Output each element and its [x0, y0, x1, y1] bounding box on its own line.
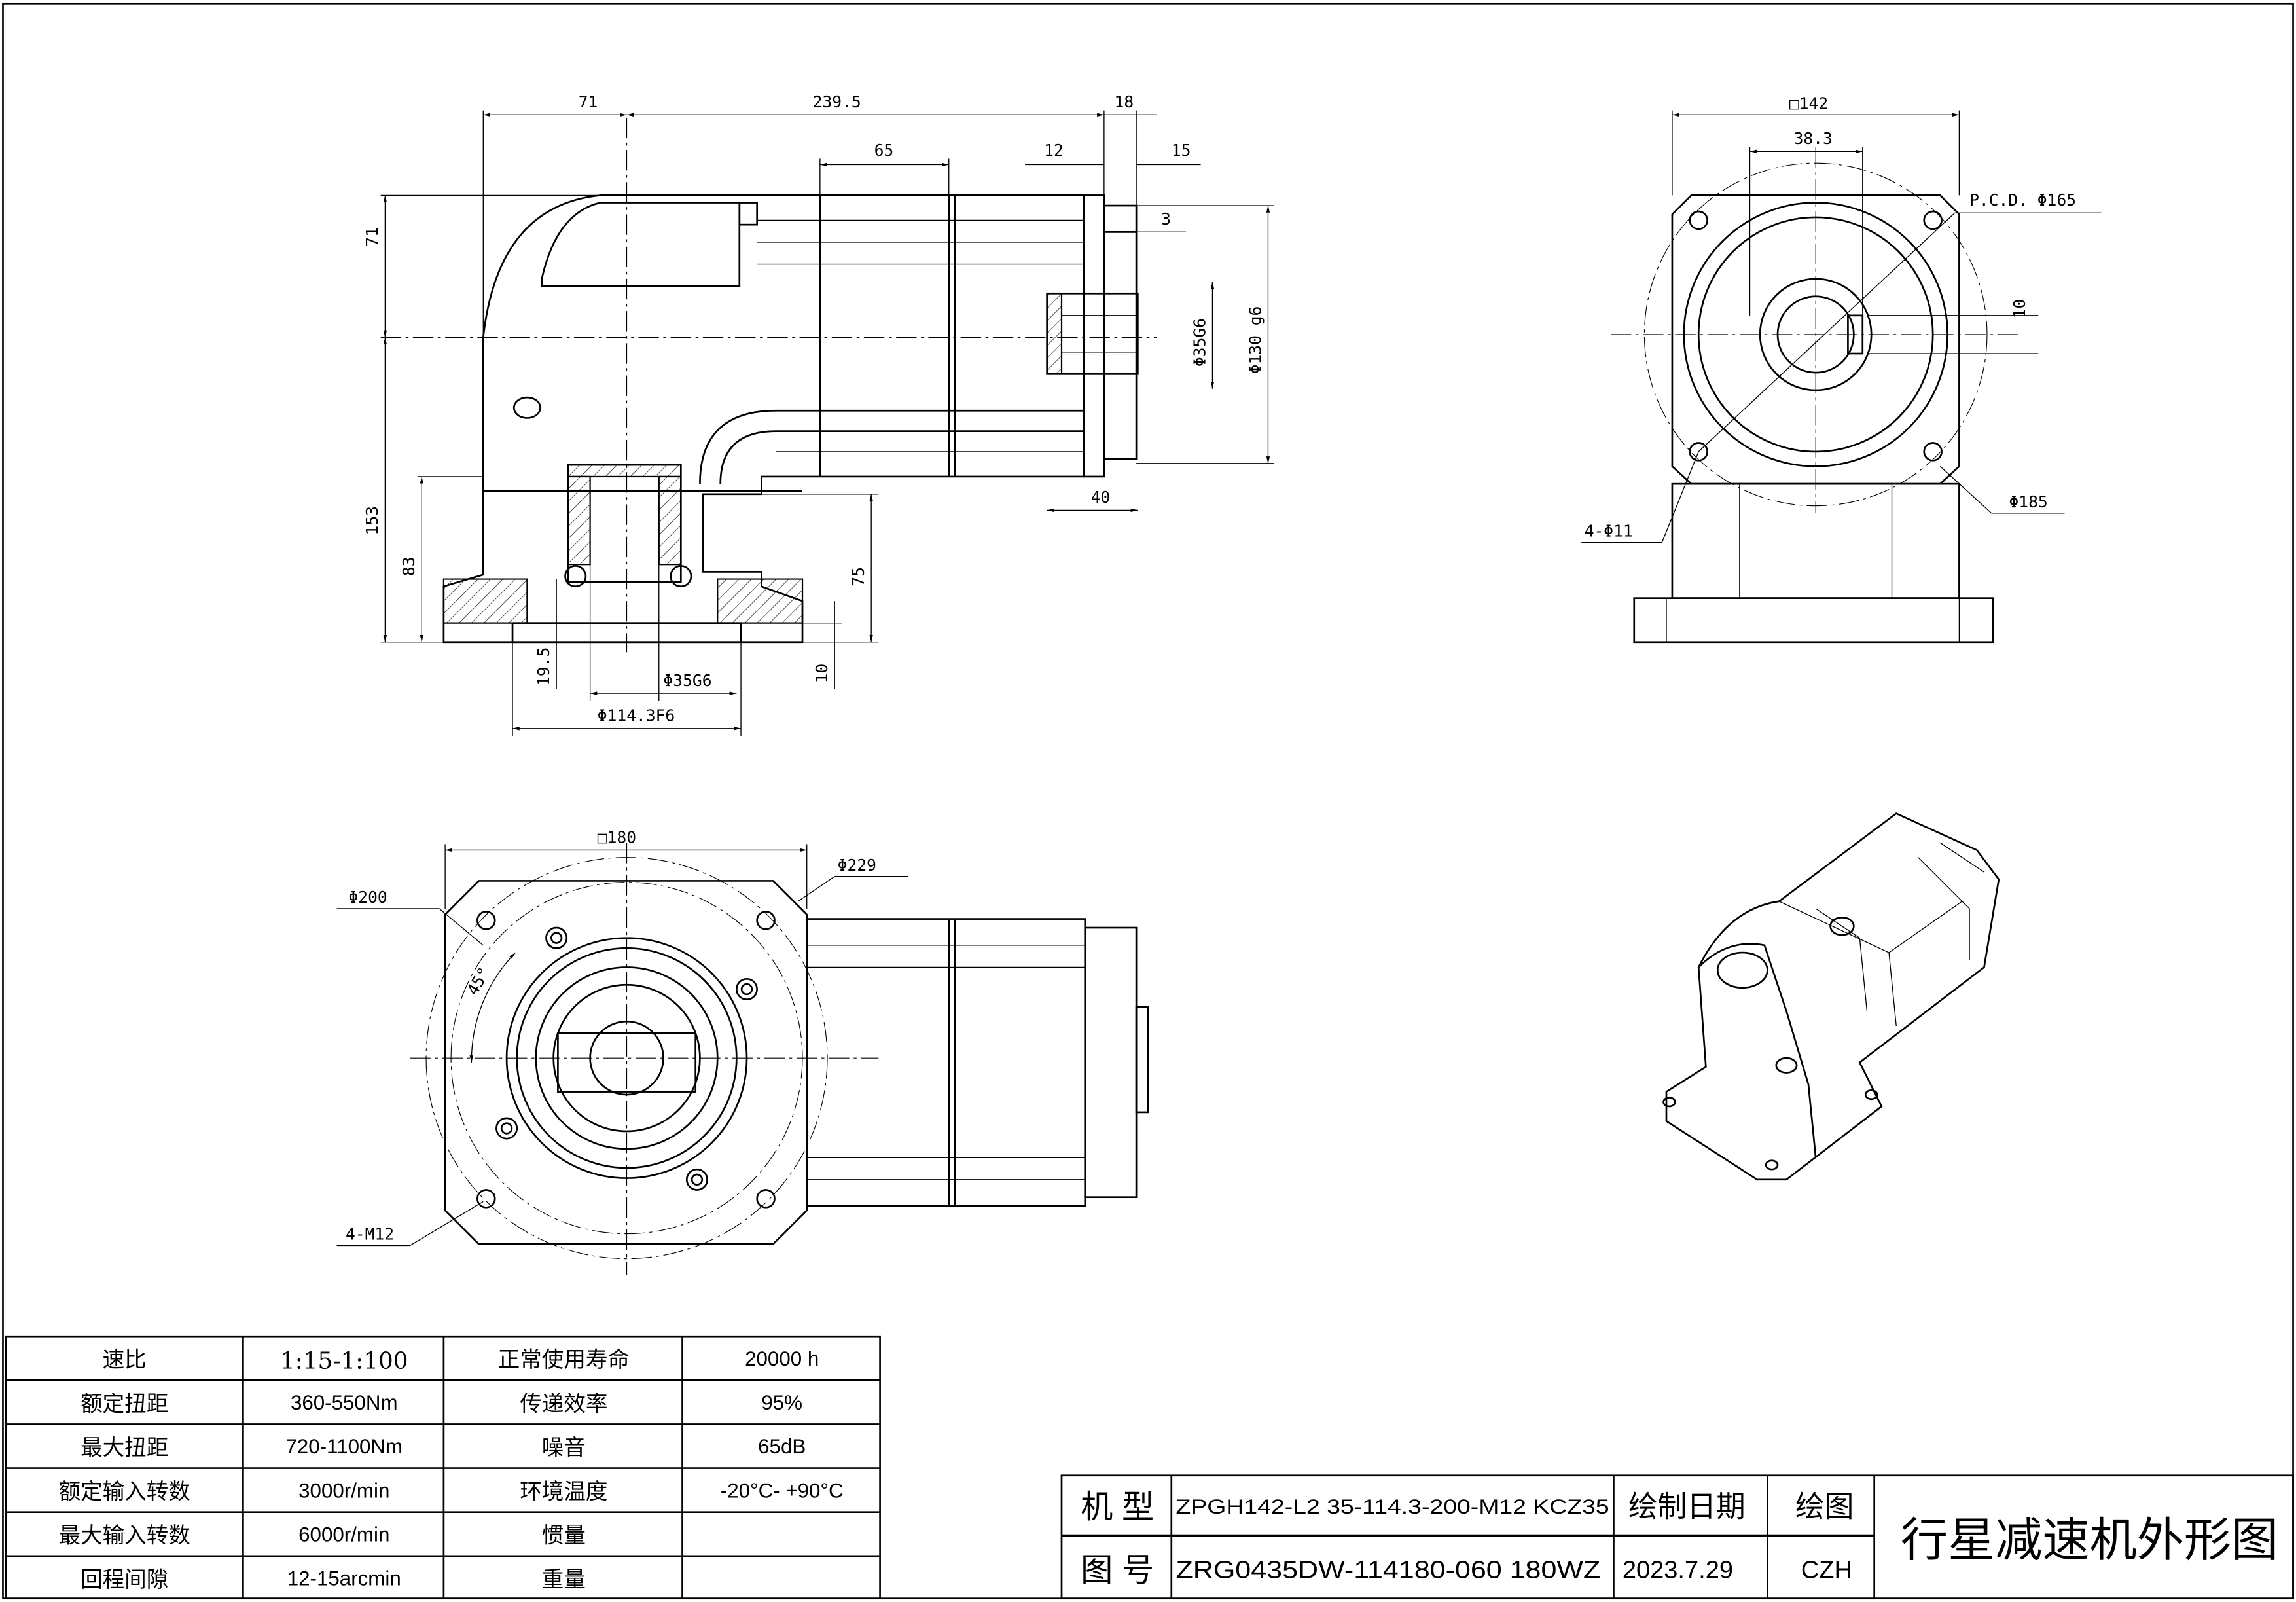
dim-phi185: Φ185: [2009, 492, 2048, 511]
spec-label: 速比: [103, 1348, 147, 1372]
dim-239-5: 239.5: [813, 92, 861, 111]
dim-38-3: 38.3: [1794, 129, 1833, 148]
side-view: 71 239.5 18 65 12 15 3 Φ35G6 Φ130 g6 40 …: [363, 92, 1274, 736]
isometric-view: [1662, 812, 2000, 1181]
title-block: 机 型 ZPGH142-L2 35-114.3-200-M12 KCZ35 绘制…: [1060, 1474, 2294, 1600]
dim-sq180: □180: [598, 828, 636, 847]
date-label: 绘制日期: [1628, 1490, 1746, 1523]
dim-4-m12: 4-M12: [346, 1225, 394, 1244]
dim-phi200: Φ200: [348, 888, 387, 907]
dim-10: 10: [812, 664, 831, 683]
drawing-no-label: 图 号: [1081, 1552, 1154, 1588]
drawer-label: 绘图: [1795, 1490, 1854, 1523]
spec-value: 1:15-1:100: [280, 1347, 408, 1374]
model-value: ZPGH142-L2 35-114.3-200-M12 KCZ35: [1176, 1495, 1609, 1518]
spec-label: 回程间隙: [81, 1568, 168, 1592]
dim-phi229: Φ229: [838, 856, 876, 875]
spec-value: 12-15arcmin: [287, 1567, 401, 1590]
dim-40: 40: [1091, 488, 1111, 507]
dim-15: 15: [1172, 141, 1191, 160]
spec-label: 正常使用寿命: [498, 1347, 630, 1372]
flange-view: 45° □180 Φ229 Φ200 4-M12: [336, 828, 1149, 1275]
spec-value: 720-1100Nm: [285, 1435, 403, 1458]
dim-3: 3: [1161, 209, 1171, 228]
dim-45deg: 45°: [463, 964, 493, 998]
spec-label: 环境温度: [520, 1480, 607, 1504]
dim-phi35g6-shaft: Φ35G6: [1190, 318, 1209, 367]
spec-label: 额定扭距: [81, 1391, 168, 1416]
dim-12: 12: [1044, 141, 1064, 160]
dim-19-5: 19.5: [534, 647, 553, 686]
drawing-title: 行星减速机外形图: [1901, 1514, 2278, 1567]
dim-71-v: 71: [363, 227, 382, 247]
dim-phi35g6-bore: Φ35G6: [663, 671, 711, 690]
dim-phi114-3f6: Φ114.3F6: [598, 706, 675, 725]
spec-value: 20000 h: [745, 1347, 819, 1370]
spec-value: 65dB: [758, 1435, 806, 1458]
dim-153: 153: [363, 506, 382, 535]
spec-value: -20°C- +90°C: [721, 1479, 844, 1502]
end-view: □142 38.3 P.C.D. Φ165 10 4-Φ11 Φ185: [1581, 94, 2102, 644]
spec-value: 3000r/min: [298, 1479, 389, 1502]
model-label: 机 型: [1081, 1489, 1154, 1525]
dim-phi130g6: Φ130 g6: [1246, 306, 1265, 374]
spec-table: 速比 1:15-1:100 正常使用寿命 20000 h 额定扭距 360-55…: [5, 1335, 881, 1600]
dim-71-h: 71: [579, 92, 598, 111]
spec-value: 95%: [761, 1391, 802, 1414]
drawing-no-value: ZRG0435DW-114180-060 180WZ: [1176, 1556, 1601, 1584]
spec-label: 最大扭距: [81, 1435, 168, 1460]
spec-value: 6000r/min: [298, 1523, 389, 1546]
dim-pcd165: P.C.D. Φ165: [1969, 191, 2076, 209]
dim-83: 83: [399, 556, 418, 576]
dim-sq142: □142: [1789, 94, 1828, 113]
drawer-value: CZH: [1801, 1556, 1852, 1584]
spec-label: 额定输入转数: [59, 1480, 190, 1504]
dim-10-key: 10: [2010, 299, 2029, 319]
spec-label: 噪音: [542, 1435, 586, 1460]
dim-65: 65: [874, 141, 894, 160]
dim-75: 75: [849, 567, 868, 587]
dim-18: 18: [1115, 92, 1134, 111]
spec-label: 重量: [542, 1568, 586, 1592]
date-value: 2023.7.29: [1623, 1556, 1733, 1584]
spec-label: 惯量: [542, 1523, 586, 1548]
spec-label: 最大输入转数: [59, 1523, 190, 1548]
spec-value: 360-550Nm: [291, 1391, 398, 1414]
dim-4-phi11: 4-Φ11: [1585, 522, 1633, 541]
spec-label: 传递效率: [520, 1391, 607, 1416]
